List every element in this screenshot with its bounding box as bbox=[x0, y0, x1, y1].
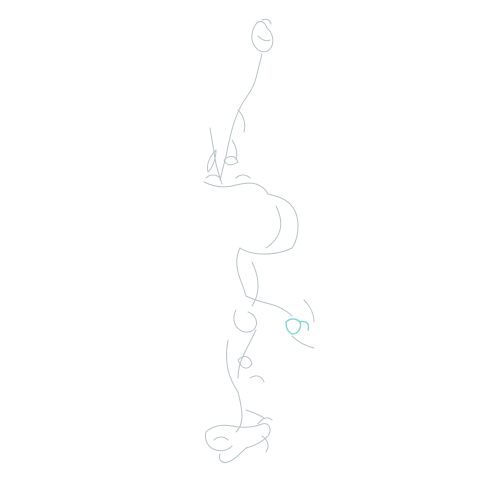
mid-curve-top bbox=[267, 193, 299, 249]
right-arc bbox=[291, 299, 315, 349]
sketch-strokes bbox=[203, 18, 315, 463]
cluster-stem-left bbox=[209, 127, 223, 185]
top-head-outline bbox=[251, 20, 274, 53]
mid-curve-bottom bbox=[239, 247, 293, 255]
top-neck bbox=[245, 53, 263, 99]
mid-body-left bbox=[236, 247, 247, 297]
lower-left-arm bbox=[226, 339, 239, 393]
upper-strand-branch bbox=[231, 109, 246, 161]
mid-curve-inner bbox=[265, 205, 282, 249]
mid-body-join bbox=[245, 295, 293, 317]
lower-strand bbox=[235, 391, 243, 433]
top-head-detail bbox=[257, 18, 272, 42]
lower-neck bbox=[237, 329, 257, 379]
cluster-base-scribble bbox=[205, 174, 251, 179]
cluster-leaf-1 bbox=[207, 149, 217, 173]
bottom-cluster-right bbox=[257, 417, 273, 453]
mid-body-right bbox=[251, 261, 259, 307]
cluster-base bbox=[203, 181, 269, 195]
lower-leaf bbox=[237, 356, 253, 369]
cluster-leaf-2 bbox=[223, 155, 239, 166]
upper-strand bbox=[219, 97, 247, 181]
accent-mark-tail bbox=[299, 320, 310, 331]
bottom-cluster-scribble bbox=[213, 436, 247, 463]
mid-loop bbox=[233, 309, 257, 333]
bottom-cluster-outline bbox=[205, 423, 271, 449]
bottom-cluster-left bbox=[205, 431, 233, 452]
accent-mark bbox=[285, 318, 302, 335]
lower-right-branch bbox=[245, 375, 265, 419]
